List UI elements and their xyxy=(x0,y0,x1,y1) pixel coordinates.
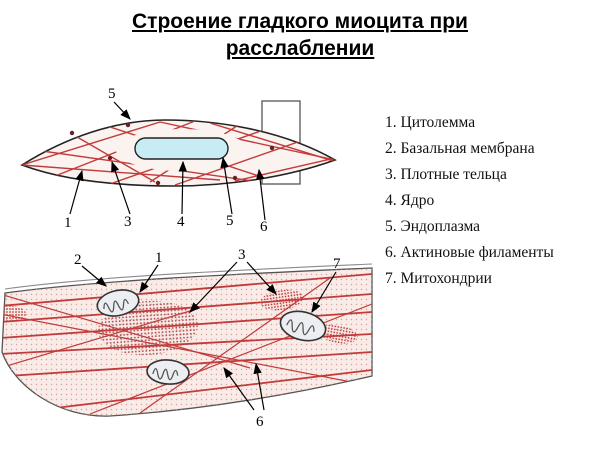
mitochondrion-2 xyxy=(146,359,190,385)
legend-item-nucleus: 4. Ядро xyxy=(385,192,435,209)
dense-bodies-group xyxy=(69,122,275,186)
legend-item-mitochondria: 7. Митохондрии xyxy=(385,270,492,287)
mitochondrion-3 xyxy=(279,310,327,342)
label-cytolemma-bottom: 1 xyxy=(155,250,163,266)
slide-title-line2: расслаблении xyxy=(225,37,375,61)
label-cytolemma: 1 xyxy=(64,215,72,231)
top-myocyte-diagram: 5 1 3 4 5 6 xyxy=(20,86,337,235)
label-actin: 6 xyxy=(260,219,268,235)
basal-membrane-line xyxy=(4,263,373,290)
top-callout-arrows xyxy=(69,101,266,221)
legend-item-endoplasm: 5. Эндоплазма xyxy=(385,218,481,235)
legend-item-basal-membrane: 2. Базальная мембрана xyxy=(385,140,535,157)
legend-item-cytolemma: 1. Цитолемма xyxy=(385,114,476,131)
legend-item-dense-bodies: 3. Плотные тельца xyxy=(385,166,507,183)
label-endoplasm: 5 xyxy=(226,213,234,229)
mitochondrion-1 xyxy=(96,289,140,317)
bottom-myocyte-diagram: 2 1 3 7 6 xyxy=(1,248,373,430)
label-nucleus: 4 xyxy=(177,214,185,230)
label-endoplasm-top: 5 xyxy=(108,86,116,102)
bottom-callout-arrows xyxy=(81,261,337,411)
label-mitochondria: 7 xyxy=(333,256,341,272)
label-basal-membrane: 2 xyxy=(74,252,82,268)
label-dense-bodies: 3 xyxy=(124,214,132,230)
slide-title-line1: Строение гладкого миоцита при xyxy=(132,10,468,33)
label-dense-bodies-bottom: 3 xyxy=(238,248,246,263)
legend-item-actin-filaments: 6. Актиновые филаменты xyxy=(385,244,554,261)
legend: 1. Цитолемма 2. Базальная мембрана 3. Пл… xyxy=(385,110,595,292)
label-actin-bottom: 6 xyxy=(256,414,264,430)
nucleus xyxy=(134,137,229,160)
actin-filaments-group-bottom xyxy=(2,273,372,415)
slide-title: Строение гладкого миоцита при расслаблени… xyxy=(0,8,600,63)
